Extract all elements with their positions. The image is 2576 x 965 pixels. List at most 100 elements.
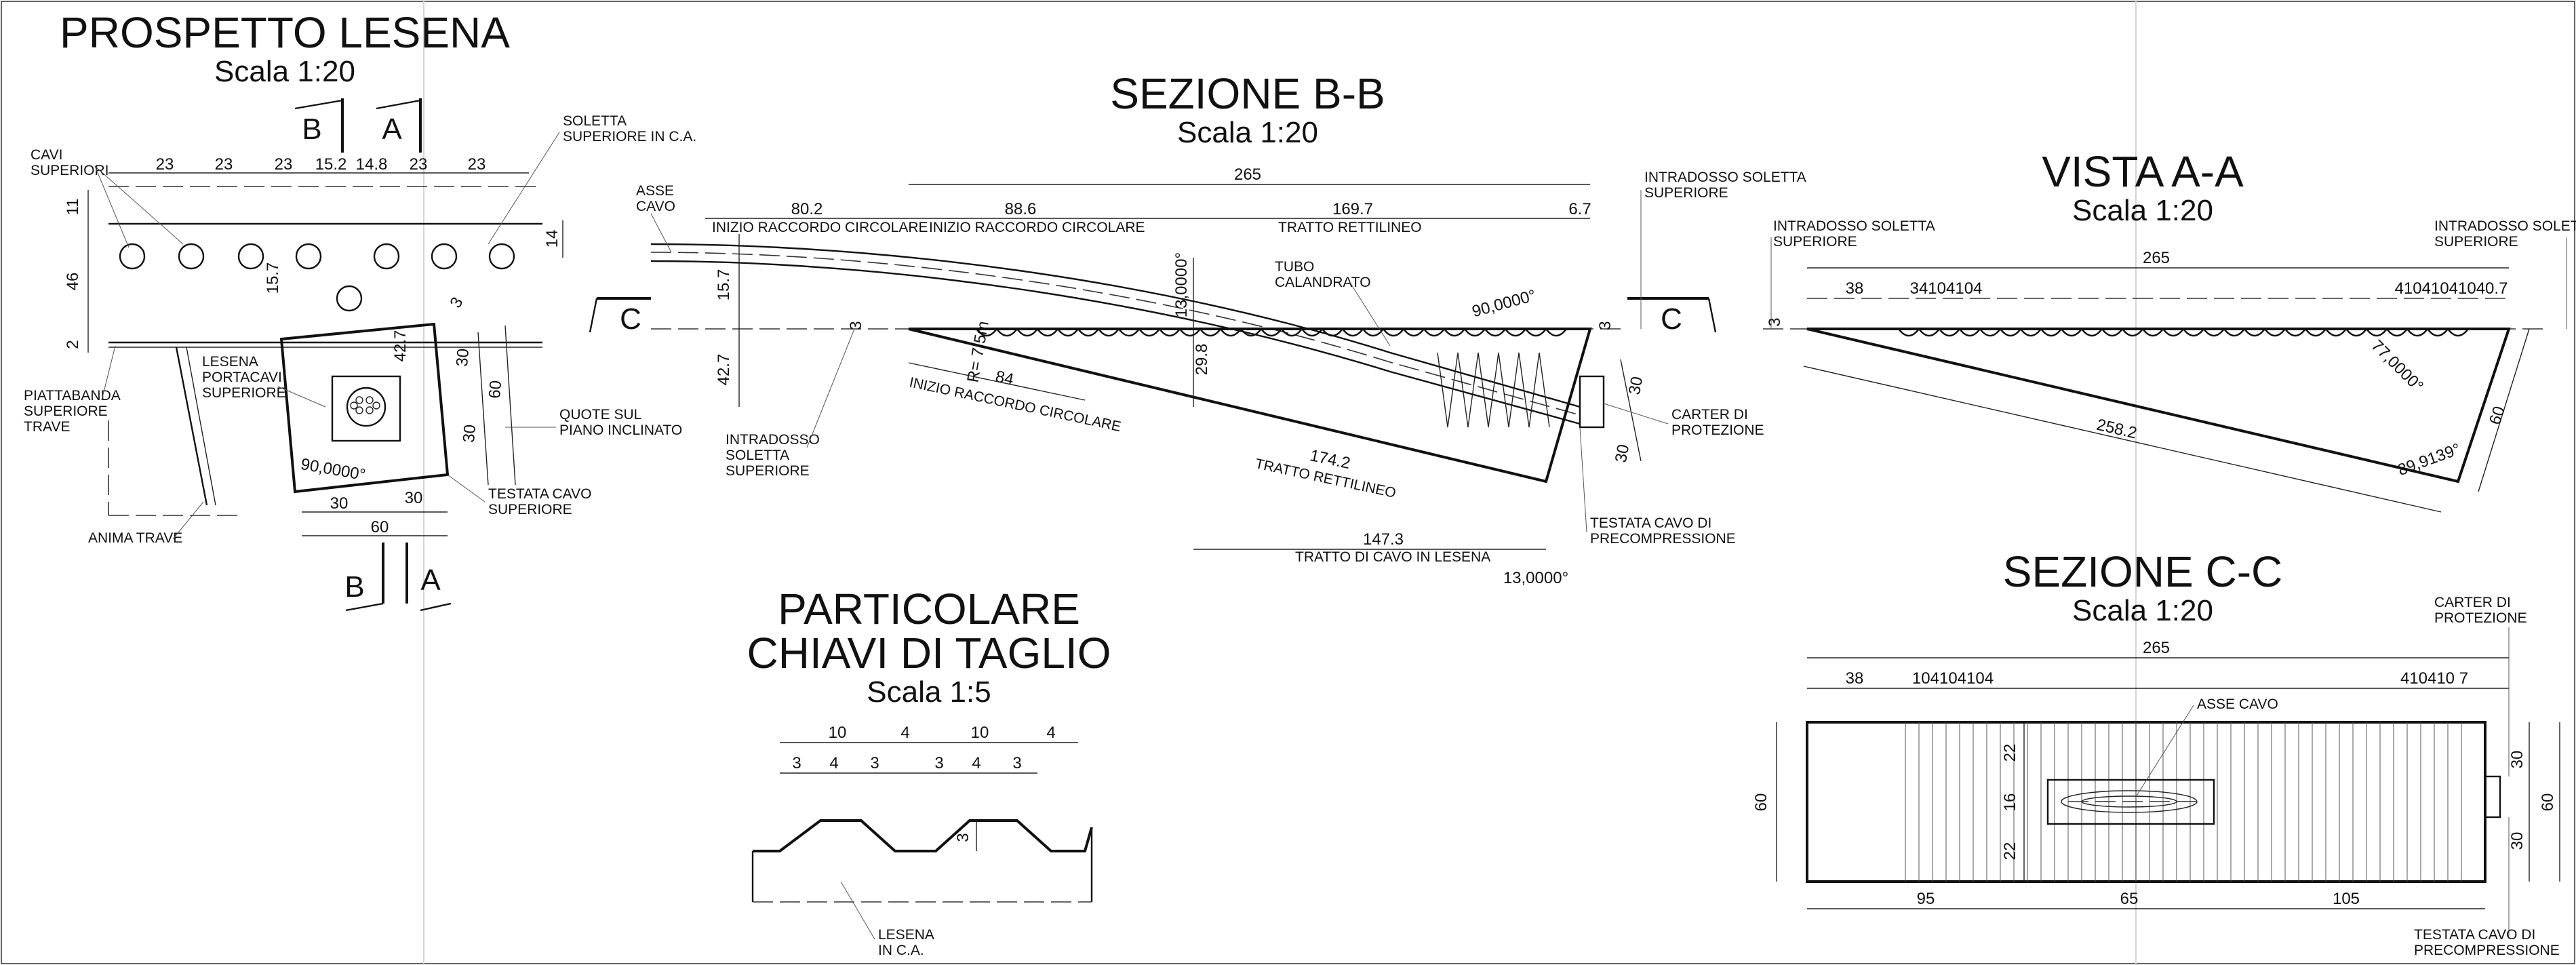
label-testata: SUPERIORE [488,502,572,517]
leader-line [101,345,116,401]
dim-23: 23 [156,155,174,174]
dim-60: 60 [2486,404,2509,427]
label-intradosso: SOLETTA [726,448,789,463]
label-quote: PIANO INCLINATO [559,422,682,438]
label-carter: PROTEZIONE [1671,422,1764,438]
label-asse-cavo: CAVO [636,199,675,214]
cable-hole [431,243,458,270]
dim-105: 105 [2333,890,2360,908]
dim-16: 16 [2001,793,2019,812]
dim-3: 3 [1012,754,1021,772]
leader-line [840,881,875,940]
anchor-head [331,375,401,442]
label-carter: CARTER DI [2434,595,2511,610]
dim-3: 3 [870,754,879,772]
dim-3: 3 [847,321,865,330]
sezione-bb-scale: Scala 1:20 [1177,116,1318,149]
anchor-circle [346,387,387,427]
dims-right-group: 41041041040.7 [2395,279,2508,298]
label-intradosso-left: SUPERIORE [1773,234,1857,250]
label-testata: TESTATA CAVO [488,486,591,502]
leader-line [277,386,326,408]
label-intradosso-right: SUPERIORE [2434,234,2518,250]
particolare-view: PARTICOLARE CHIAVI DI TAGLIO Scala 1:5 1… [747,585,1111,958]
cable-hole [178,243,205,270]
particolare-title: PARTICOLARE [778,585,1080,633]
dim-3: 3 [954,833,972,842]
label-cavi-superiori: CAVI [31,147,62,163]
label-carter: CARTER DI [1671,407,1748,422]
dim-3: 3 [792,754,801,772]
dim-23: 23 [275,155,293,174]
protection-carter [1579,375,1605,429]
angle-13: 13,0000° [1172,252,1191,317]
strand [365,396,374,404]
dimension-line [504,325,516,486]
protection-carter [2484,775,2501,819]
dim-11: 11 [64,199,82,216]
dim-3: 3 [1766,317,1784,326]
beam-web [186,347,216,506]
cable-hole [295,243,322,270]
dim-23: 23 [215,155,233,174]
label-quote: QUOTE SUL [559,407,641,422]
leader-line [806,328,855,448]
dim-42-7: 42.7 [391,330,410,362]
dim-30: 30 [2508,751,2527,769]
dim-95: 95 [1917,890,1935,908]
label-anima: ANIMA TRAVE [88,530,182,546]
dim-38: 38 [1846,279,1864,298]
leader-line [172,501,204,540]
strand [365,406,374,414]
dim-265: 265 [1234,165,1261,184]
leader-line [94,165,130,248]
dim-169-7: 169.7 [1332,200,1373,218]
section-arrow [1707,298,1717,333]
dim-10: 10 [971,724,989,742]
dim-30: 30 [453,348,473,368]
vista-aa-scale: Scala 1:20 [2072,194,2213,227]
label-piattabanda: TRAVE [24,419,70,435]
cable-duct [650,243,1581,408]
angle-13-bottom: 13,0000° [1503,569,1568,587]
sezione-bb-view: SEZIONE B-B Scala 1:20 C C 265 80.2 88.6… [589,69,1806,587]
dim-30: 30 [405,489,423,507]
dim-4: 4 [900,724,909,742]
label-inizio-raccordo: INIZIO RACCORDO CIRCOLARE [929,220,1145,235]
section-arrow [589,298,598,333]
dim-84: 84 [994,368,1016,389]
cable-window [2046,779,2215,825]
label-piattabanda: PIATTABANDA [24,388,121,403]
dim-29-8: 29.8 [1193,344,1211,376]
dim-80-2: 80.2 [791,200,823,218]
spiral-reinforcement [1437,352,1550,428]
shear-key-profile [753,819,1093,852]
cable-hole [119,243,146,270]
dim-60: 60 [486,380,505,399]
dim-3: 3 [934,754,943,772]
dim-14: 14 [543,230,561,248]
leader-line [94,165,184,245]
leader-line [2135,705,2194,797]
sezione-cc-view: SEZIONE C-C Scala 1:20 265 38 104104104 … [1752,547,2560,958]
dim-42-7: 42.7 [715,354,733,386]
dim-15-7: 15.7 [715,269,733,301]
dimension-line [1620,359,1642,462]
dim-3: 3 [446,294,467,311]
label-tubo: TUBO [1275,259,1314,275]
dim-15-2: 15.2 [315,155,347,174]
section-arrow [420,602,452,612]
particolare-title: CHIAVI DI TAGLIO [747,629,1111,677]
dim-38: 38 [1846,669,1864,688]
label-asse-cavo: ASSE CAVO [2197,696,2278,712]
dim-4: 4 [829,754,838,772]
dims-left-group: 104104104 [1912,669,1994,688]
label-soletta: SUPERIORE IN C.A. [563,129,696,144]
section-b-mark: B [302,113,321,146]
label-cavi-superiori: SUPERIORI [31,163,109,178]
section-arrow [345,602,384,612]
strand [372,401,380,410]
cable-axis [650,252,1581,416]
lesena-section [908,328,1592,484]
